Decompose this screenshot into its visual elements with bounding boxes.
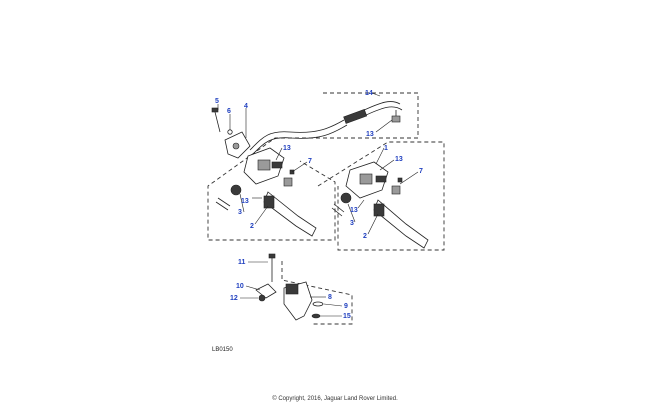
callout-labels: 14 13 5 6 4 13 7 13 3 2 1 13 7 13 3 2 11… bbox=[215, 90, 423, 320]
callout-10[interactable]: 10 bbox=[236, 283, 244, 290]
clamp bbox=[255, 283, 277, 299]
right-injector-assembly bbox=[331, 161, 429, 249]
callout-3-left[interactable]: 3 bbox=[238, 209, 242, 216]
callout-13-right-top[interactable]: 13 bbox=[395, 156, 403, 163]
pipe-union-nut bbox=[391, 115, 401, 123]
leader-lines bbox=[217, 92, 419, 317]
callout-15[interactable]: 15 bbox=[343, 313, 351, 320]
callout-11[interactable]: 11 bbox=[238, 259, 246, 266]
callout-5[interactable]: 5 bbox=[215, 98, 219, 105]
callout-12[interactable]: 12 bbox=[230, 295, 238, 302]
callout-3-right[interactable]: 3 bbox=[350, 220, 354, 227]
seal-right bbox=[340, 192, 352, 204]
callout-13-pipe[interactable]: 13 bbox=[366, 131, 374, 138]
callout-7-left[interactable]: 7 bbox=[308, 158, 312, 165]
fuel-pipe-assembly bbox=[249, 101, 403, 156]
right-group-outline bbox=[317, 141, 445, 251]
callout-14[interactable]: 14 bbox=[365, 90, 373, 97]
callout-1[interactable]: 1 bbox=[384, 145, 388, 152]
callout-13-right-bottom[interactable]: 13 bbox=[350, 207, 358, 214]
pipe-sleeve bbox=[343, 109, 368, 124]
callout-8[interactable]: 8 bbox=[328, 294, 332, 301]
lower-injector-detail bbox=[255, 253, 324, 321]
callout-6[interactable]: 6 bbox=[227, 108, 231, 115]
callout-2-right[interactable]: 2 bbox=[363, 233, 367, 240]
seal-left bbox=[230, 184, 242, 196]
callout-4[interactable]: 4 bbox=[244, 103, 248, 110]
bracket-fixings bbox=[211, 107, 251, 159]
callout-7-right[interactable]: 7 bbox=[419, 168, 423, 175]
callout-2-left[interactable]: 2 bbox=[250, 223, 254, 230]
dashed-outlines bbox=[207, 92, 445, 325]
diagram-reference-code: LB0150 bbox=[212, 347, 233, 353]
left-injector-assembly bbox=[215, 147, 317, 237]
callout-9[interactable]: 9 bbox=[344, 303, 348, 310]
left-group-outline bbox=[207, 92, 419, 241]
screw bbox=[214, 111, 221, 133]
callout-13-left-top[interactable]: 13 bbox=[283, 145, 291, 152]
washer bbox=[227, 129, 233, 135]
callout-13-left-bottom[interactable]: 13 bbox=[241, 198, 249, 205]
copyright-notice: © Copyright, 2016, Jaguar Land Rover Lim… bbox=[272, 396, 398, 402]
